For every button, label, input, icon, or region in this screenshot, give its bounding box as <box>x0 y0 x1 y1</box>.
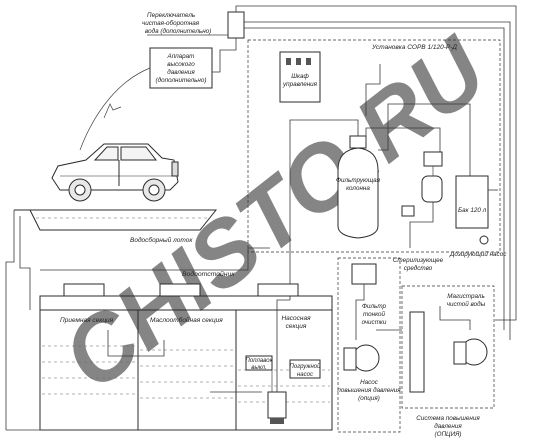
high-pressure-unit <box>149 47 213 89</box>
svg-text:Насосная: Насосная <box>281 315 311 322</box>
svg-text:секция: секция <box>286 323 307 330</box>
svg-text:чистой воды: чистой воды <box>447 300 486 308</box>
water-switch-box <box>227 11 245 39</box>
transfer-pipe-1 <box>107 330 165 357</box>
svg-text:давления: давления <box>167 68 195 76</box>
switch-label: Переключатель чистая-оборотная вода (доп… <box>142 12 211 35</box>
svg-text:выкл.: выкл. <box>251 365 266 371</box>
booster-pump-boundary <box>337 257 401 433</box>
hatch-1 <box>63 283 105 297</box>
pump-riser <box>276 299 290 392</box>
pump-base <box>270 418 284 424</box>
settler-water <box>42 345 330 403</box>
submersible-pump-label: Погружной насос <box>290 363 322 378</box>
svg-text:колонна: колонна <box>346 185 370 192</box>
pipe-filter-to-sterilizer <box>365 127 441 152</box>
pipe-settler-top <box>40 247 270 271</box>
pipe-filter-up <box>365 64 381 116</box>
submersible-pump-label-box <box>289 359 321 379</box>
svg-text:Система повышения: Система повышения <box>416 415 480 422</box>
svg-text:Переключатель: Переключатель <box>147 12 195 19</box>
dose-valve <box>401 205 415 217</box>
svg-text:Насос: Насос <box>360 379 379 386</box>
settler-label: Водоотстойник <box>182 270 235 278</box>
clean-line-label: Магистраль чистой воды <box>447 293 486 308</box>
float-switch-label-box <box>245 355 273 371</box>
pipe-switch-right <box>244 21 511 340</box>
svg-text:(ОПЦИЯ): (ОПЦИЯ) <box>434 431 461 438</box>
svg-text:вода (дополнительно): вода (дополнительно) <box>145 27 211 35</box>
svg-text:тонкой: тонкой <box>363 310 386 318</box>
svg-text:высокого: высокого <box>167 61 195 68</box>
watermark-text: CHISTO.RU <box>44 17 506 409</box>
svg-text:Магистраль: Магистраль <box>447 293 485 300</box>
svg-text:Фильтрующая: Фильтрующая <box>336 177 381 184</box>
svg-text:Погружной: Погружной <box>290 363 322 370</box>
fine-filter-outlet <box>355 284 365 340</box>
svg-text:очистки: очистки <box>362 319 387 326</box>
svg-text:Стерилизующее: Стерилизующее <box>393 257 444 264</box>
watermark: CHISTO.RU <box>44 17 506 409</box>
svg-text:Поплавок: Поплавок <box>246 358 274 364</box>
booster-pump-2 <box>453 338 488 366</box>
dosing-pump-symbol <box>479 235 489 245</box>
pipe-filter-to-tank <box>378 103 471 176</box>
fine-filter-label: Фильтр тонкой очистки <box>362 303 387 326</box>
svg-text:насос: насос <box>297 372 313 378</box>
svg-text:повышения давления: повышения давления <box>337 386 401 394</box>
sterilizer-pump-box <box>423 151 443 167</box>
section-pump-label: Насосная секция <box>281 315 311 330</box>
svg-text:Фильтр: Фильтр <box>362 303 387 310</box>
section-oil-label: Маслоотбойная секция <box>150 316 223 324</box>
booster-system-boundary <box>401 285 495 409</box>
hatch-2 <box>159 283 201 297</box>
svg-text:управления: управления <box>282 81 318 88</box>
svg-text:давления: давления <box>434 422 462 430</box>
spray-lance <box>103 103 122 119</box>
cabinet-label: Шкаф управления <box>282 73 318 88</box>
booster-pump-1 <box>343 344 380 372</box>
gutter-drain-pipe <box>5 210 15 430</box>
cabinet-indicators <box>286 58 311 65</box>
pipe-filter-to-pump <box>289 119 359 300</box>
svg-text:Шкаф: Шкаф <box>291 73 309 80</box>
filter-valve-head <box>349 135 367 149</box>
svg-text:средство: средство <box>404 264 433 272</box>
car <box>51 143 179 202</box>
svg-text:чистая-оборотная: чистая-оборотная <box>142 19 200 27</box>
sterilizer-tank <box>421 175 443 203</box>
gutter-label: Водосборный лоток <box>130 236 193 244</box>
filter-column <box>337 147 379 239</box>
collection-gutter <box>14 209 218 231</box>
dosing-pump-label: Дозирующий насос <box>449 250 507 258</box>
pipe-switch-right-2 <box>244 27 505 330</box>
clean-line-pipe <box>439 306 471 330</box>
pipe-switch-hp <box>212 38 237 73</box>
gutter-drain-pipe-2 <box>19 216 31 310</box>
pressure-vessel <box>409 311 425 393</box>
filter-column-label: Фильтрующая колонна <box>336 177 381 192</box>
hp-hose <box>79 67 151 151</box>
pipe-top-loop <box>235 5 517 321</box>
hatch-3 <box>257 283 299 297</box>
float-switch-label: Поплавок выкл. <box>246 358 274 371</box>
tank-120l <box>455 175 489 229</box>
tank-label: Бак 120 л <box>458 207 487 214</box>
svg-text:Аппарат: Аппарат <box>167 53 195 60</box>
fine-filter-housing <box>351 263 377 285</box>
sterilizer-label: Стерилизующее средство <box>393 257 444 272</box>
booster-system-label: Система повышения давления (ОПЦИЯ) <box>416 415 480 438</box>
installation-label: Установка СОРВ 1/120-Р-Д <box>371 44 457 51</box>
svg-text:(опция): (опция) <box>358 395 380 402</box>
svg-text:(дополнительно): (дополнительно) <box>156 76 207 84</box>
hp-unit-label: Аппарат высокого давления (дополнительно… <box>156 53 207 84</box>
installation-boundary <box>247 39 501 253</box>
booster-pump-label: Насос повышения давления (опция) <box>337 379 401 402</box>
section-receiving-label: Приемная секция <box>60 317 114 324</box>
sterilizer-dose-line <box>409 202 434 248</box>
submersible-pump <box>267 391 287 419</box>
